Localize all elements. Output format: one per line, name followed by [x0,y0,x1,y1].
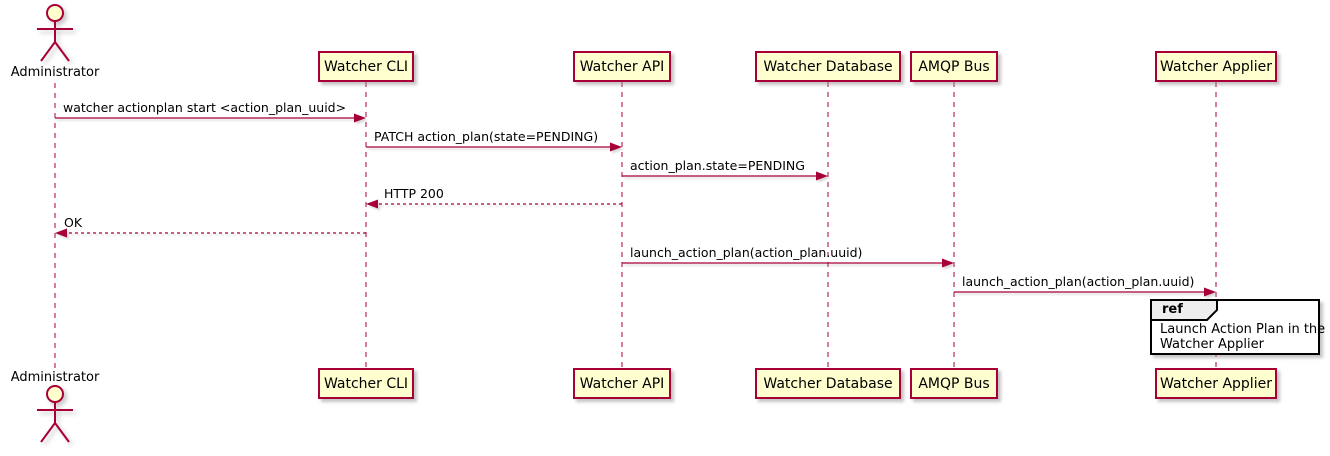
participant-watcher-cli-top: Watcher CLI [318,51,414,82]
participant-amqp-bus-bottom: AMQP Bus [910,368,998,399]
actor-body [37,21,73,62]
message-arrowhead-6 [1204,287,1216,297]
actor-body [37,402,73,443]
participant-watcher-database-bottom: Watcher Database [755,368,901,399]
ref-tab-shape [1150,299,1218,321]
participant-watcher-api-top: Watcher API [573,51,671,82]
participant-amqp-bus-top: AMQP Bus [910,51,998,82]
message-label-2: action_plan.state=PENDING [630,158,805,173]
ref-tab [1150,299,1218,321]
ref-keyword: ref [1162,302,1183,317]
ref-text-line-0: Launch Action Plan in the [1160,322,1326,337]
message-arrows [55,113,1216,297]
message-label-3: HTTP 200 [384,186,444,201]
message-label-6: launch_action_plan(action_plan.uuid) [962,274,1195,289]
message-label-0: watcher actionplan start <action_plan_uu… [63,100,347,115]
actor-figure-top [37,4,73,62]
participant-watcher-applier-top: Watcher Applier [1155,51,1277,82]
ref-text-line-1: Watcher Applier [1160,337,1264,352]
message-arrowhead-2 [816,171,828,181]
actor-label-top: Administrator [10,65,100,80]
message-arrowhead-1 [610,142,622,152]
participant-watcher-database-top: Watcher Database [755,51,901,82]
message-arrowhead-3 [366,199,378,209]
message-arrowhead-4 [55,228,67,238]
message-arrowhead-0 [354,113,366,123]
message-label-1: PATCH action_plan(state=PENDING) [374,129,599,144]
message-arrowhead-5 [942,258,954,268]
message-label-5: launch_action_plan(action_plan.uuid) [630,245,863,260]
message-label-4: OK [64,215,83,230]
participant-watcher-api-bottom: Watcher API [573,368,671,399]
actor-figure-bottom [37,385,73,443]
participant-watcher-applier-bottom: Watcher Applier [1155,368,1277,399]
actor-label-bottom: Administrator [10,370,100,385]
participant-watcher-cli-bottom: Watcher CLI [318,368,414,399]
